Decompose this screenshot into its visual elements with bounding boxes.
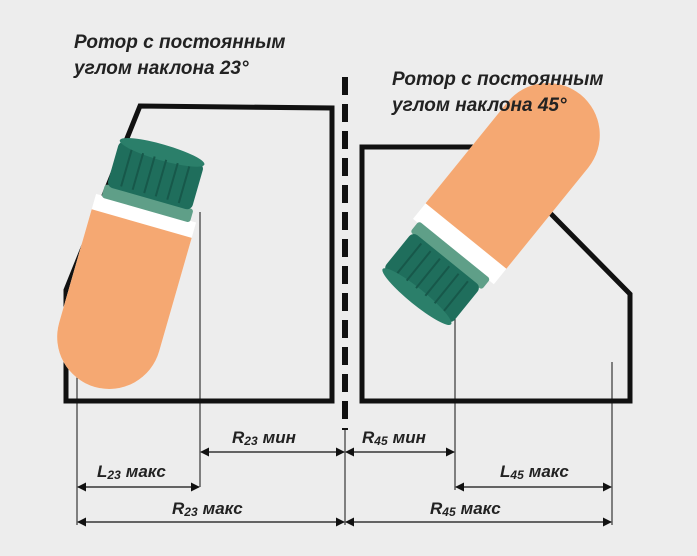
label-r45-min: R45 мин bbox=[362, 428, 426, 451]
screw-cap-icon bbox=[382, 234, 479, 325]
label-symbol: L bbox=[97, 462, 108, 481]
label-subscript: 45 bbox=[510, 468, 524, 482]
label-subscript: 23 bbox=[244, 434, 258, 448]
label-word: макс bbox=[125, 462, 166, 481]
tube-collar bbox=[411, 222, 490, 289]
label-l45-max: L45 макс bbox=[500, 462, 569, 485]
caption-rotor-45-line2: углом наклона 45° bbox=[392, 95, 567, 116]
label-word: мин bbox=[392, 428, 426, 447]
label-l23-max: L23 макс bbox=[97, 462, 166, 485]
test-tube-23 bbox=[57, 138, 205, 389]
label-word: макс bbox=[460, 499, 501, 518]
caption-rotor-45-line1: Ротор с постоянным bbox=[392, 69, 604, 90]
label-subscript: 45 bbox=[374, 434, 388, 448]
label-subscript: 23 bbox=[107, 468, 121, 482]
caption-rotor-23: Ротор с постоянным углом наклона 23° bbox=[74, 30, 285, 82]
label-r45-max: R45 макс bbox=[430, 499, 501, 522]
screw-cap-icon bbox=[107, 138, 205, 210]
label-word: мин bbox=[262, 428, 296, 447]
label-symbol: R bbox=[430, 499, 443, 518]
tube-collar bbox=[102, 184, 193, 223]
tube-liquid bbox=[425, 82, 600, 269]
label-subscript: 45 bbox=[442, 505, 456, 519]
label-word: макс bbox=[528, 462, 569, 481]
label-subscript: 23 bbox=[184, 505, 198, 519]
tube-liquid bbox=[57, 209, 192, 389]
label-symbol: L bbox=[500, 462, 511, 481]
label-symbol: R bbox=[172, 499, 185, 518]
rotor-45-outline bbox=[359, 144, 633, 404]
caption-rotor-23-line2: углом наклона 23° bbox=[74, 58, 249, 79]
label-r23-max: R23 макс bbox=[172, 499, 243, 522]
test-tube-45 bbox=[382, 82, 600, 325]
label-word: макс bbox=[202, 499, 243, 518]
label-symbol: R bbox=[232, 428, 245, 447]
label-symbol: R bbox=[362, 428, 375, 447]
caption-rotor-23-line1: Ротор с постоянным bbox=[74, 32, 286, 53]
caption-rotor-45: Ротор с постоянным углом наклона 45° bbox=[392, 67, 603, 119]
label-r23-min: R23 мин bbox=[232, 428, 296, 451]
dimension-arrows bbox=[77, 447, 612, 527]
